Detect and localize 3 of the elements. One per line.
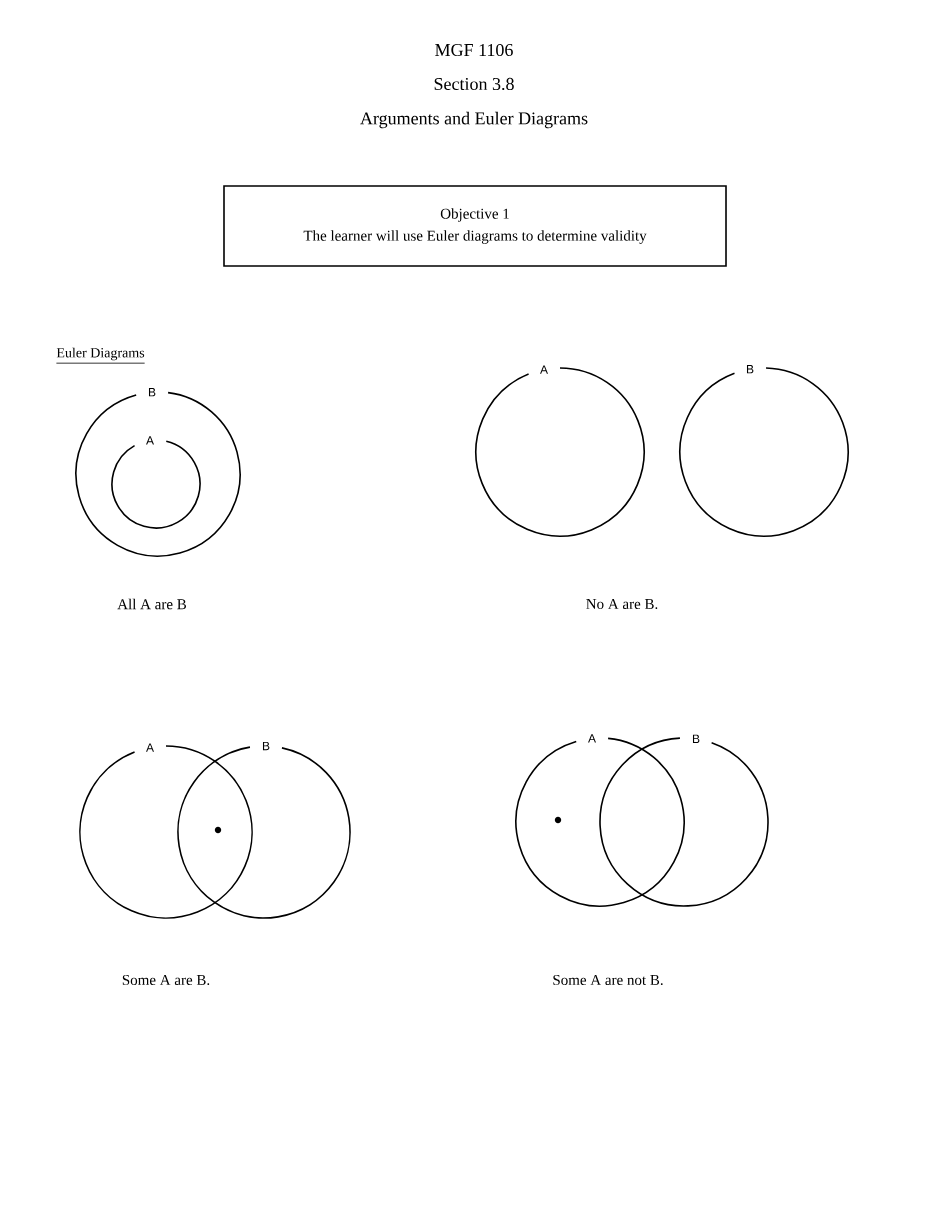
- heading: MGF 1106: [435, 43, 513, 57]
- title: Arguments and Euler Diagrams: [360, 111, 588, 129]
- heading: Section 3.8: [434, 77, 514, 91]
